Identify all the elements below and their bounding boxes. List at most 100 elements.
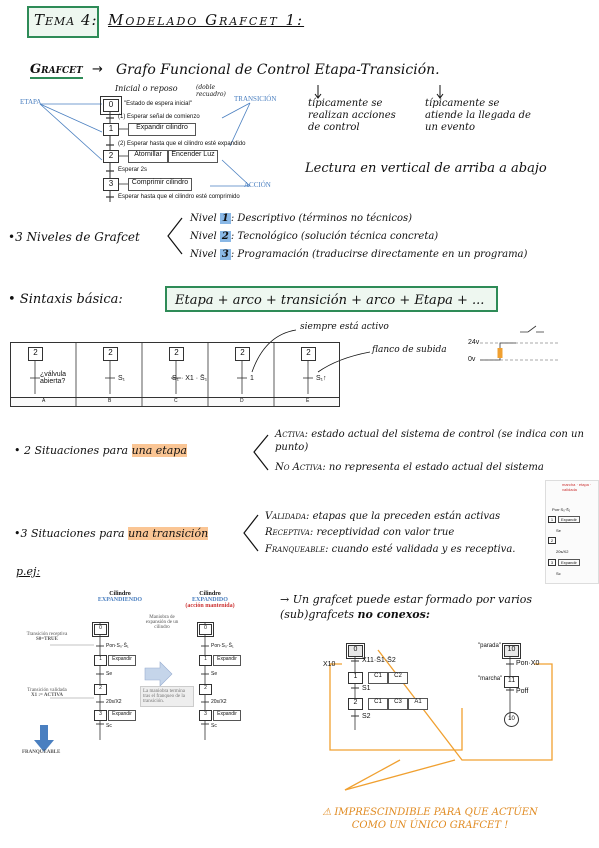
maniobra-label: Maniobra de expansión de un cilindro — [145, 615, 179, 630]
sg-s2-c: A1 — [408, 698, 428, 710]
table-col-D: D — [240, 398, 244, 404]
table-cell-A: ¿válvula abierta? — [40, 371, 67, 385]
table-step-C: 2 — [169, 347, 184, 361]
sit-trans-highlight: una transición — [128, 527, 209, 540]
trans-note: típicamente se atiende la llegada de un … — [425, 98, 531, 133]
sg-t0: X11·S̄1·S̄2 — [362, 657, 396, 664]
d1-step0: 0 — [100, 96, 122, 115]
nivel-1-num: 1 — [219, 213, 231, 224]
ex-l-t3: 20s/X2 — [106, 699, 122, 705]
sg-s1-b: C2 — [388, 672, 408, 684]
ejemplo-lines — [34, 622, 209, 752]
table-step-B: 2 — [103, 347, 118, 361]
mini-s3: 3 — [548, 559, 556, 566]
ex-r-t1: Pon·S₀·S̄₁ — [211, 643, 234, 649]
header-title: Modelado Grafcet 1: — [108, 11, 305, 29]
label-accion: ACCIÓN — [244, 181, 271, 189]
label-etapa: ETAPA — [20, 98, 42, 106]
ex-l-t4: Sc — [106, 723, 112, 729]
sg-step10: 10 — [502, 643, 521, 659]
table-footer — [10, 397, 340, 407]
table-cell-D: 1 — [250, 375, 254, 382]
ex-l-step0: 0 — [92, 622, 109, 637]
warning-text: ⚠ IMPRESCINDIBLE PARA QUE ACTÚEN COMO UN… — [322, 807, 538, 831]
ex-r-t2: Se — [211, 671, 218, 677]
annot-siempre: siempre está activo — [300, 322, 389, 332]
sit-etapa-intro: • 2 Situaciones para una etapa — [14, 444, 187, 457]
grafcet-term: Grafcet — [30, 62, 83, 79]
sg-s2-a: C1 — [368, 698, 388, 710]
sg-step1: 1 — [348, 672, 363, 684]
sg-x10: X10 — [323, 661, 336, 668]
ex-r-step3: 3 — [199, 710, 212, 721]
nivel-2-num: 2 — [219, 231, 231, 242]
grafcet-arrow: → — [92, 62, 103, 77]
mini-t3: 20s/X2 — [556, 549, 569, 554]
ex-l-step1: 1 — [94, 655, 107, 666]
ex-l-step2: 2 — [94, 684, 107, 695]
sintaxis-formula-box: Etapa + arco + transición + arco + Etapa… — [165, 286, 498, 312]
ex-r-step1: 1 — [199, 655, 212, 666]
d1-step3-action: Comprimir cilindro — [128, 178, 192, 191]
d1-step2-action1: Atornillar — [128, 150, 168, 163]
mini-s2: 2 — [548, 537, 556, 544]
mini-t4: Sc — [556, 571, 561, 576]
etapas-note: típicamente se realizan acciones de cont… — [308, 98, 396, 133]
sit-franqueable: Franqueable: cuando esté validada y es r… — [265, 544, 516, 555]
header-tema-box — [27, 6, 99, 38]
sg-s2-b: C3 — [388, 698, 408, 710]
nivel-3-num: 3 — [219, 249, 231, 260]
table-step-D: 2 — [235, 347, 250, 361]
franqueable-label: FRANQUEABLE — [22, 750, 61, 755]
ex-l-act1: Expandir — [108, 655, 136, 666]
table-step-A: 2 — [28, 347, 43, 361]
table-cells-svg — [30, 342, 313, 406]
sg-marcha: "marcha" — [478, 676, 503, 682]
sintaxis-formula: Etapa + arco + transición + arco + Etapa… — [175, 293, 485, 308]
d1-step1: 1 — [103, 123, 119, 136]
sg-step0: 0 — [346, 643, 365, 659]
header-tema: Tema 4: — [34, 11, 98, 29]
sg-step10-ref: 10 — [504, 712, 519, 727]
sg-pon-x0: Pon·X0 — [516, 660, 540, 667]
sit-receptiva: Receptiva: receptividad con valor true — [265, 527, 455, 538]
mini-t2: Se — [556, 528, 561, 533]
sg-s1-a: C1 — [368, 672, 388, 684]
ex-r-t3: 20s/X2 — [211, 699, 227, 705]
subgrafcets-text: → Un grafcet puede estar formado por var… — [280, 593, 532, 621]
label-transicion: TRANSICIÓN — [234, 95, 277, 103]
table-step-E: 2 — [301, 347, 316, 361]
ex-r-step2: 2 — [199, 684, 212, 695]
ex-r-t4: Sc — [211, 723, 217, 729]
nivel-2: Nivel 2: Tecnológico (solución técnica c… — [190, 231, 439, 242]
nivel-1: Nivel 1: Descriptivo (términos no técnic… — [190, 213, 413, 224]
maniobra-note: La maniobra termina tras el franqueo de … — [140, 686, 194, 707]
sit-etapa-highlight: una etapa — [131, 444, 187, 457]
grafcet-definition: Grafo Funcional de Control Etapa-Transic… — [116, 62, 440, 78]
table-col-B: B — [108, 398, 112, 404]
ex-l-step3: 3 — [94, 710, 107, 721]
table-col-A: A — [42, 398, 46, 404]
inicial-note: Inicial o reposo — [115, 84, 178, 93]
volt-0: 0v — [468, 356, 476, 363]
niveles-intro: •3 Niveles de Grafcet — [8, 230, 140, 244]
d1-step2: 2 — [103, 150, 119, 163]
ex-r-act3: Expandir — [213, 710, 241, 721]
table-col-E: E — [306, 398, 310, 404]
ejemplo-mid-title: Cilindro EXPANDIDO (acción mantenida) — [185, 591, 235, 609]
sg-t1: S1 — [362, 685, 371, 692]
mini-grafcet: marcha · etapa · validada Pon·S₀·S̄₁ 1 E… — [545, 480, 599, 584]
ex-l-t1: Pon·S₀·S̄₁ — [106, 643, 129, 649]
ex-r-act1: Expandir — [213, 655, 241, 666]
d1-t2: (2) Esperar hasta que el cilindro esté e… — [118, 141, 246, 147]
d1-step3: 3 — [103, 178, 119, 191]
sg-step11: 11 — [504, 676, 519, 688]
sg-step2: 2 — [348, 698, 363, 710]
table-col-C: C — [174, 398, 178, 404]
ejemplo-label: p.ej: — [16, 565, 41, 578]
sg-parada: "parada" — [478, 643, 501, 649]
d1-t3: Esperar 2s — [118, 167, 148, 173]
mini-a1: Expandir — [558, 516, 580, 523]
ex-l-act3: Expandir — [108, 710, 136, 721]
